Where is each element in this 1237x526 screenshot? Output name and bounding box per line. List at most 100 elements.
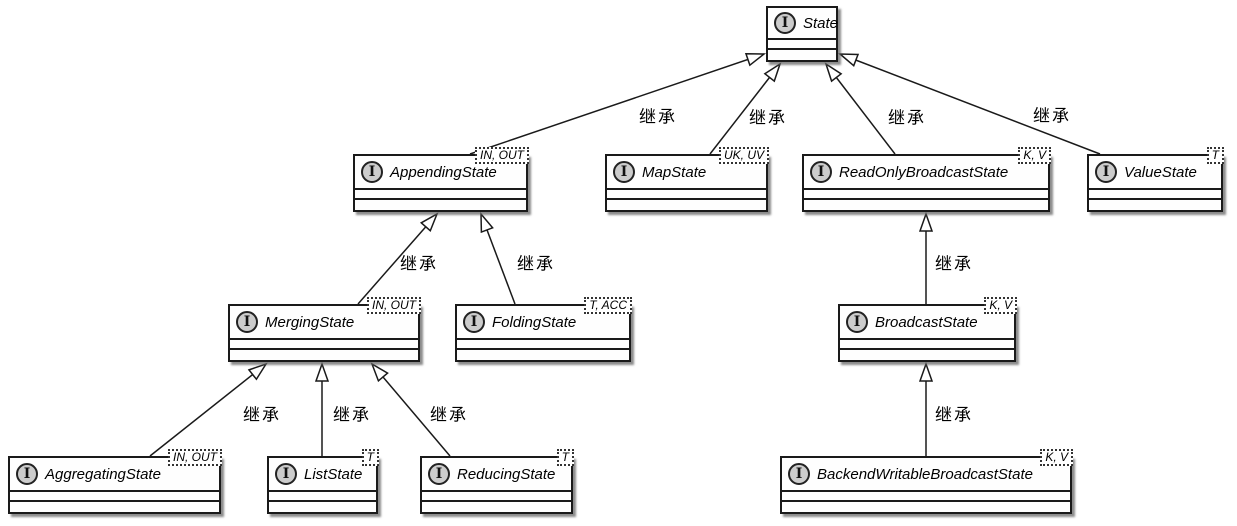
fields-compartment bbox=[10, 490, 219, 500]
methods-compartment bbox=[1089, 198, 1221, 210]
class-name: FoldingState bbox=[492, 313, 577, 331]
methods-compartment bbox=[607, 198, 766, 210]
class-title: I ReducingState bbox=[422, 458, 571, 490]
class-name: AggregatingState bbox=[45, 465, 161, 483]
interface-icon: I bbox=[846, 311, 868, 333]
methods-compartment bbox=[355, 198, 526, 210]
class-name: BackendWritableBroadcastState bbox=[817, 465, 1033, 483]
fields-compartment bbox=[1089, 188, 1221, 198]
edge-aggregatingstate-mergingstate bbox=[149, 364, 266, 457]
edge-label-inherit: 继承 bbox=[935, 405, 973, 425]
edge-label-inherit: 继承 bbox=[517, 254, 555, 274]
class-name: ReadOnlyBroadcastState bbox=[839, 163, 1009, 181]
class-map-state[interactable]: UK, UV I MapState bbox=[605, 147, 769, 212]
fields-compartment bbox=[457, 338, 629, 348]
fields-compartment bbox=[804, 188, 1048, 198]
edge-label-inherit: 继承 bbox=[430, 405, 468, 425]
generics-tag: T bbox=[1206, 147, 1224, 164]
fields-compartment bbox=[607, 188, 766, 198]
edge-valuestate-state bbox=[840, 54, 1101, 155]
class-name: ValueState bbox=[1124, 163, 1197, 181]
interface-icon: I bbox=[16, 463, 38, 485]
generics-tag: IN, OUT bbox=[367, 297, 421, 314]
class-title: I AppendingState bbox=[355, 156, 526, 188]
class-aggregating-state[interactable]: IN, OUT I AggregatingState bbox=[8, 449, 222, 514]
interface-icon: I bbox=[428, 463, 450, 485]
class-read-only-broadcast-state[interactable]: K, V I ReadOnlyBroadcastState bbox=[802, 147, 1051, 212]
edge-mapstate-state bbox=[709, 64, 780, 155]
class-folding-state[interactable]: T, ACC I FoldingState bbox=[455, 297, 632, 362]
methods-compartment bbox=[840, 348, 1014, 360]
class-merging-state[interactable]: IN, OUT I MergingState bbox=[228, 297, 421, 362]
class-reducing-state[interactable]: T I ReducingState bbox=[420, 449, 574, 514]
edge-label-inherit: 继承 bbox=[888, 108, 926, 128]
class-broadcast-state[interactable]: K, V I BroadcastState bbox=[838, 297, 1017, 362]
interface-icon: I bbox=[774, 12, 796, 34]
edge-reducingstate-mergingstate bbox=[372, 364, 451, 457]
class-value-state[interactable]: T I ValueState bbox=[1087, 147, 1224, 212]
fields-compartment bbox=[768, 38, 836, 48]
class-title: I BroadcastState bbox=[840, 306, 1014, 338]
methods-compartment bbox=[422, 500, 571, 512]
generics-tag: K, V bbox=[984, 297, 1017, 314]
generics-tag: T bbox=[361, 449, 379, 466]
interface-icon: I bbox=[613, 161, 635, 183]
edge-label-inherit: 继承 bbox=[333, 405, 371, 425]
generics-tag: IN, OUT bbox=[475, 147, 529, 164]
class-title: I MapState bbox=[607, 156, 766, 188]
generics-tag: IN, OUT bbox=[168, 449, 222, 466]
edge-label-inherit: 继承 bbox=[400, 254, 438, 274]
fields-compartment bbox=[782, 490, 1070, 500]
methods-compartment bbox=[782, 500, 1070, 512]
interface-icon: I bbox=[810, 161, 832, 183]
class-name: MergingState bbox=[265, 313, 355, 331]
edge-label-inherit: 继承 bbox=[639, 107, 677, 127]
class-title: I ValueState bbox=[1089, 156, 1221, 188]
generics-tag: UK, UV bbox=[718, 147, 769, 164]
methods-compartment bbox=[768, 48, 836, 60]
edge-label-inherit: 继承 bbox=[935, 254, 973, 274]
fields-compartment bbox=[269, 490, 376, 500]
edge-label-inherit: 继承 bbox=[1033, 106, 1071, 126]
class-title: I ReadOnlyBroadcastState bbox=[804, 156, 1048, 188]
edge-foldingstate-appendingstate bbox=[481, 214, 516, 305]
class-title: I BackendWritableBroadcastState bbox=[782, 458, 1070, 490]
class-backend-writable-broadcast-state[interactable]: K, V I BackendWritableBroadcastState bbox=[780, 449, 1073, 514]
class-state[interactable]: I State bbox=[766, 6, 838, 62]
methods-compartment bbox=[230, 348, 418, 360]
class-list-state[interactable]: T I ListState bbox=[267, 449, 379, 514]
class-title: I State bbox=[768, 8, 839, 38]
methods-compartment bbox=[10, 500, 219, 512]
class-name: State bbox=[803, 14, 839, 32]
generics-tag: T, ACC bbox=[584, 297, 632, 314]
methods-compartment bbox=[457, 348, 629, 360]
interface-icon: I bbox=[1095, 161, 1117, 183]
interface-icon: I bbox=[361, 161, 383, 183]
class-name: ListState bbox=[304, 465, 363, 483]
class-name: AppendingState bbox=[390, 163, 497, 181]
generics-tag: T bbox=[556, 449, 574, 466]
edge-mergingstate-appendingstate bbox=[357, 214, 437, 305]
edge-label-inherit: 继承 bbox=[749, 108, 787, 128]
class-name: MapState bbox=[642, 163, 707, 181]
fields-compartment bbox=[840, 338, 1014, 348]
methods-compartment bbox=[804, 198, 1048, 210]
interface-icon: I bbox=[463, 311, 485, 333]
generics-tag: K, V bbox=[1040, 449, 1073, 466]
edge-appendingstate-state bbox=[469, 54, 764, 155]
class-title: I AggregatingState bbox=[10, 458, 219, 490]
generics-tag: K, V bbox=[1018, 147, 1051, 164]
edge-readonlybroadcaststate-state bbox=[826, 64, 896, 155]
methods-compartment bbox=[269, 500, 376, 512]
fields-compartment bbox=[230, 338, 418, 348]
interface-icon: I bbox=[275, 463, 297, 485]
fields-compartment bbox=[422, 490, 571, 500]
interface-icon: I bbox=[236, 311, 258, 333]
class-title: I ListState bbox=[269, 458, 376, 490]
class-name: ReducingState bbox=[457, 465, 556, 483]
class-name: BroadcastState bbox=[875, 313, 978, 331]
class-appending-state[interactable]: IN, OUT I AppendingState bbox=[353, 147, 529, 212]
interface-icon: I bbox=[788, 463, 810, 485]
